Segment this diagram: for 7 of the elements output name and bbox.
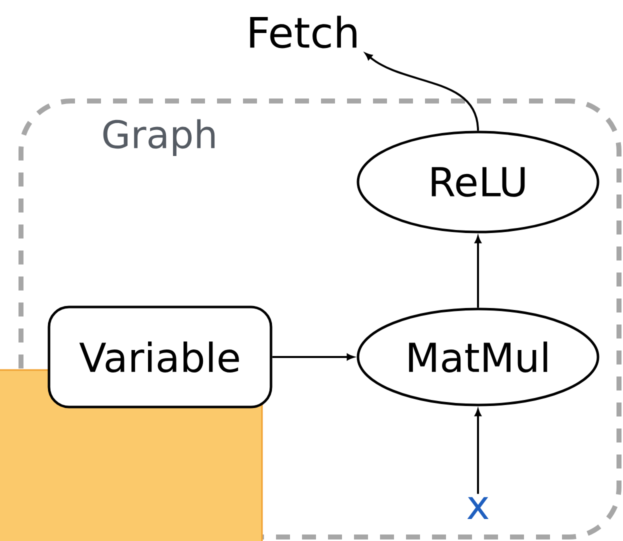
output-label: Fetch <box>250 16 356 48</box>
variable-box: Variable <box>48 306 272 408</box>
arrow <box>474 236 482 308</box>
input-label: x <box>467 497 489 519</box>
arrow <box>272 354 354 360</box>
arrow <box>365 52 479 131</box>
arrow <box>474 409 482 494</box>
